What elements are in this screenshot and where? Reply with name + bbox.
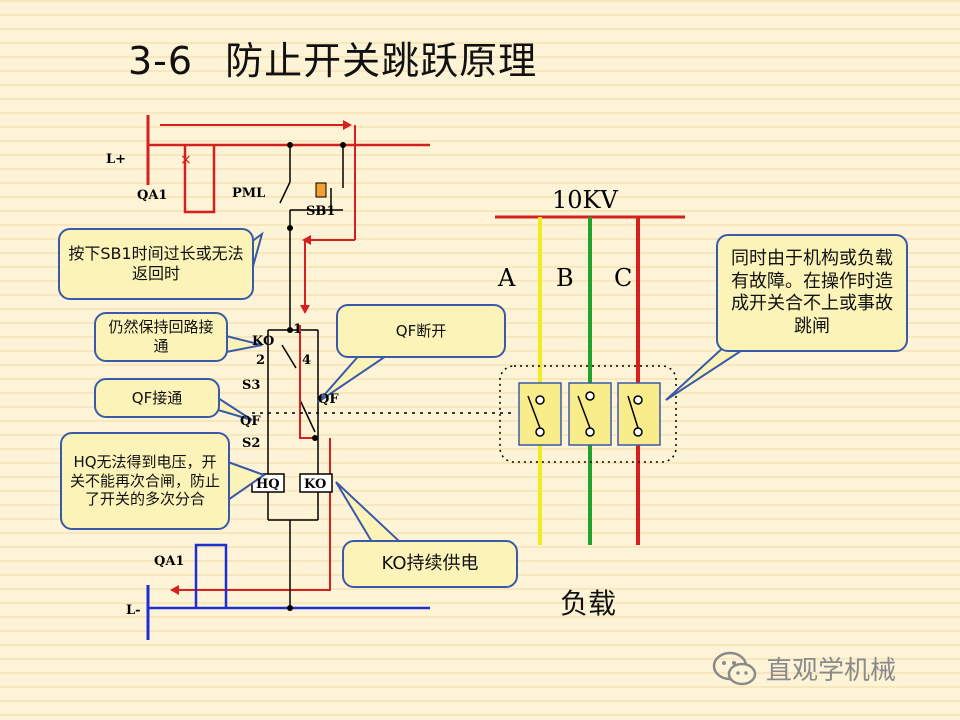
callout-ko-power: KO持续供电 (342, 540, 518, 588)
label-voltage: 10KV (552, 186, 618, 214)
label-n2: 2 (256, 353, 265, 368)
red-loop-arrow (170, 585, 179, 595)
label-phase-b: B (556, 264, 574, 292)
callout-keep-loop: 仍然保持回路接通 (94, 312, 228, 362)
current-arrowhead-top (343, 120, 352, 130)
callout-qf-on: QF接通 (94, 378, 220, 418)
title-text: 防止开关跳跃原理 (225, 39, 538, 83)
label-phase-c: C (614, 264, 632, 292)
label-qa1-bottom: QA1 (154, 554, 184, 569)
label-s3: S3 (242, 378, 260, 393)
sb1-button (315, 182, 327, 198)
callout-fault-note: 同时由于机构或负载有故障。在操作时造成开关合不上或事故跳闸 (716, 234, 908, 352)
label-qf-left: QF (240, 414, 261, 429)
label-sb1: SB1 (306, 204, 335, 219)
callout-qf-off: QF断开 (336, 304, 506, 358)
pml-contact (279, 181, 291, 204)
label-n1: 1 (293, 322, 302, 337)
qf-contact (299, 399, 316, 433)
label-s2: S2 (242, 436, 260, 451)
callout-hq-no-voltage: HQ无法得到电压，开关不能再次合闸，防止了开关的多次分合 (60, 432, 230, 530)
current-arrowhead-down (300, 305, 310, 314)
callout-pointer (335, 481, 403, 543)
label-l-plus: L+ (106, 152, 126, 167)
red-loop (299, 325, 318, 439)
watermark-text: 直观学机械 (766, 656, 897, 686)
wechat-icon (712, 651, 757, 685)
qa1-bottom-breaker (194, 543, 228, 608)
label-hq: HQ (256, 477, 280, 492)
title-number: 3-6 (128, 39, 194, 83)
qa1-top-cross: × (180, 152, 192, 168)
label-ko-contact: KO (252, 334, 274, 349)
label-l-minus: L- (126, 603, 141, 618)
switch-c (617, 382, 661, 446)
current-arrowhead-back (302, 235, 311, 245)
switch-group-boundary (499, 365, 677, 463)
label-ko-coil: KO (304, 477, 326, 492)
ko-coil (299, 473, 333, 493)
node-dot (287, 225, 293, 231)
load-label: 负载 (560, 587, 617, 620)
label-n4: 4 (302, 353, 311, 368)
qa1-top-breaker (183, 145, 216, 214)
node-dot (287, 605, 293, 611)
switch-a (518, 382, 562, 446)
node-dot (287, 142, 293, 148)
callout-press-sb1: 按下SB1时间过长或无法返回时 (58, 228, 254, 300)
node-dot (340, 142, 346, 148)
node-dot (287, 327, 293, 333)
page-title: 3-6 防止开关跳跃原理 (128, 30, 537, 85)
watermark: 直观学机械 (712, 650, 896, 687)
label-qf-right: QF (318, 392, 339, 407)
ko-contact (281, 344, 297, 369)
node-dot (312, 435, 318, 441)
label-qa1-top: QA1 (137, 188, 167, 203)
switch-b (568, 382, 612, 446)
label-phase-a: A (497, 264, 516, 292)
label-pml: PML (232, 186, 265, 201)
callout-pointer (665, 344, 754, 401)
